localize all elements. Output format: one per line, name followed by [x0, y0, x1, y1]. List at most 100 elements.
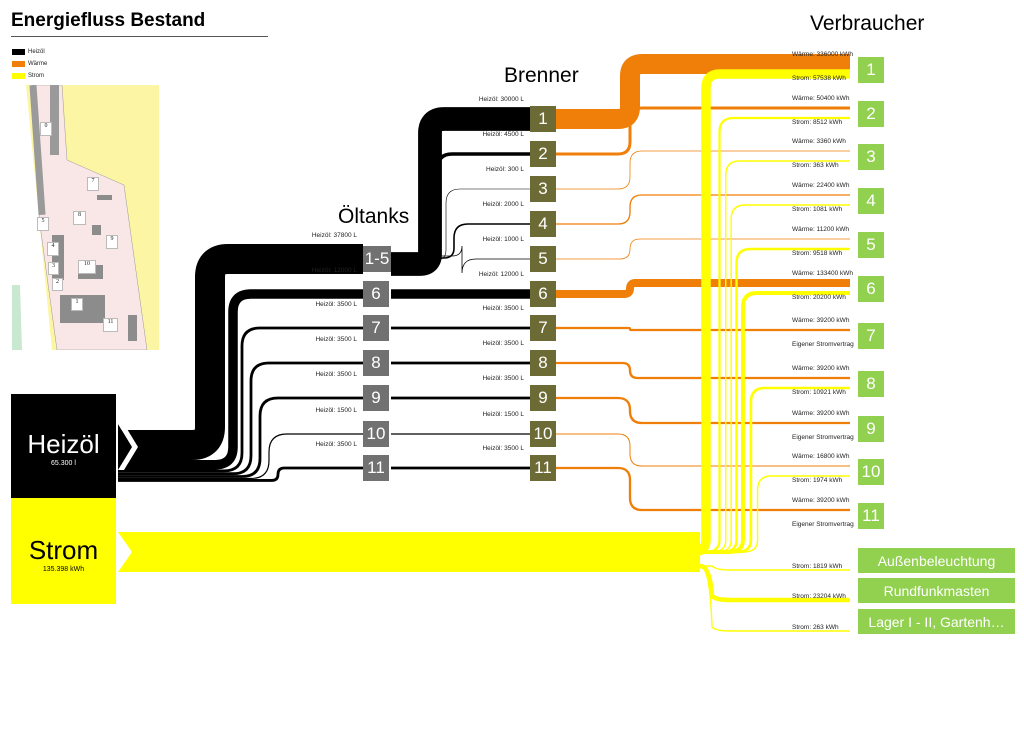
strom-flow-to-consumer-10: [690, 475, 850, 553]
tank-node-1-5[interactable]: 1-5: [363, 246, 391, 272]
tank-flow-label: Heizöl: 1500 L: [315, 407, 357, 414]
tank-node-7[interactable]: 7: [363, 315, 389, 341]
consumer-strom-label: Strom: 57538 kWh: [792, 75, 846, 82]
consumer-strom-label: Strom: 363 kWh: [792, 162, 839, 169]
burner-node-5[interactable]: 5: [530, 246, 556, 272]
waerme-flow-to-consumer-6: [556, 279, 850, 298]
burner-node-7[interactable]: 7: [530, 315, 556, 341]
tank-node-8[interactable]: 8: [363, 350, 389, 376]
consumer-node-1[interactable]: 1: [858, 57, 884, 83]
title-divider: [11, 36, 268, 37]
consumer-strom-label: Strom: 9518 kWh: [792, 250, 843, 257]
burner-flow-label: Heizöl: 4500 L: [482, 131, 524, 138]
map-building-label: 11: [103, 318, 118, 332]
consumer-waerme-label: Wärme: 22400 kWh: [792, 182, 850, 189]
map-building-label: 7: [87, 177, 99, 191]
legend-label: Wärme: [28, 60, 48, 67]
legend-swatch-strom: [12, 72, 25, 79]
waerme-flow-to-consumer-9: [556, 396, 850, 425]
consumer-node-4[interactable]: 4: [858, 188, 884, 214]
consumer-strom-label: Eigener Stromvertrag: [792, 521, 854, 528]
burner-flow-label: Heizöl: 300 L: [486, 166, 524, 173]
consumer-strom-label: Strom: 20200 kWh: [792, 294, 846, 301]
other-consumer-strom-label: Strom: 263 kWh: [792, 624, 839, 631]
source-heizoel-value: 65.300 l: [51, 460, 76, 467]
burner-node-4[interactable]: 4: [530, 211, 556, 237]
consumer-strom-label: Eigener Stromvertrag: [792, 341, 854, 348]
tank-node-11[interactable]: 11: [363, 455, 389, 481]
burner-node-1[interactable]: 1: [530, 106, 556, 132]
consumer-waerme-label: Wärme: 39200 kWh: [792, 497, 850, 504]
burner-node-2[interactable]: 2: [530, 141, 556, 167]
burner-node-9[interactable]: 9: [530, 385, 556, 411]
source-heizoel-name: Heizöl: [27, 429, 100, 459]
heizoel-flow-to-burner-3: [391, 188, 530, 261]
burner-node-8[interactable]: 8: [530, 350, 556, 376]
other-consumer-node[interactable]: Außenbeleuchtung: [858, 548, 1015, 573]
consumer-node-7[interactable]: 7: [858, 323, 884, 349]
tank-flow-label: Heizöl: 3500 L: [315, 441, 357, 448]
map-building-label: 10: [78, 260, 96, 274]
heizoel-source-arrow-notch: [118, 424, 138, 470]
section-title-verbraucher: Verbraucher: [810, 12, 925, 35]
consumer-waerme-label: Wärme: 39200 kWh: [792, 410, 850, 417]
burner-flow-label: Heizöl: 1500 L: [482, 411, 524, 418]
burner-node-11[interactable]: 11: [530, 455, 556, 481]
waerme-flow-to-consumer-4: [556, 194, 850, 225]
heizoel-flow-to-burner-2: [391, 152, 530, 264]
strom-source-arrow: [118, 532, 132, 572]
tank-node-9[interactable]: 9: [363, 385, 389, 411]
legend-item-waerme: Wärme: [12, 58, 47, 69]
consumer-node-3[interactable]: 3: [858, 144, 884, 170]
burner-node-3[interactable]: 3: [530, 176, 556, 202]
burner-node-10[interactable]: 10: [530, 421, 556, 447]
source-strom-value: 135.398 kWh: [42, 566, 85, 573]
consumer-node-9[interactable]: 9: [858, 416, 884, 442]
strom-flow-to-other-2: [699, 565, 850, 632]
consumer-node-10[interactable]: 10: [858, 459, 884, 485]
other-consumer-node[interactable]: Rundfunkmasten: [858, 578, 1015, 603]
consumer-node-8[interactable]: 8: [858, 371, 884, 397]
map-building-label: 8: [73, 211, 86, 225]
consumer-node-5[interactable]: 5: [858, 232, 884, 258]
source-heizoel[interactable]: Heizöl 65.300 l: [11, 394, 116, 498]
tank-node-6[interactable]: 6: [363, 281, 389, 307]
consumer-strom-label: Strom: 1081 kWh: [792, 206, 843, 213]
consumer-strom-label: Strom: 8512 kWh: [792, 119, 843, 126]
strom-trunk: [118, 532, 700, 572]
other-consumer-node[interactable]: Lager I - II, Gartenh…: [858, 609, 1015, 634]
section-title-oeltanks: Öltanks: [338, 205, 410, 228]
legend: Heizöl Wärme Strom: [12, 46, 47, 82]
legend-swatch-heizoel: [12, 48, 25, 55]
heizoel-flow-to-burner-4: [391, 223, 530, 259]
consumer-node-6[interactable]: 6: [858, 276, 884, 302]
heizoel-source-arrow: [118, 424, 132, 470]
consumer-waerme-label: Wärme: 39200 kWh: [792, 365, 850, 372]
legend-item-heizoel: Heizöl: [12, 46, 47, 57]
waerme-flow-to-consumer-11: [556, 466, 850, 512]
burner-flow-label: Heizöl: 3500 L: [482, 305, 524, 312]
burner-flow-label: Heizöl: 1000 L: [482, 236, 524, 243]
other-consumer-strom-label: Strom: 1819 kWh: [792, 563, 843, 570]
heizoel-flow-to-burner-5: [391, 245, 530, 274]
tank-flow-label: Heizöl: 37800 L: [311, 232, 357, 239]
consumer-waerme-label: Wärme: 3360 kWh: [792, 138, 846, 145]
burner-node-6[interactable]: 6: [530, 281, 556, 307]
source-strom[interactable]: Strom 135.398 kWh: [11, 498, 116, 604]
tank-flow-label: Heizöl: 12000 L: [311, 267, 357, 274]
legend-swatch-waerme: [12, 60, 25, 67]
map-building-label: 4: [47, 242, 59, 256]
tank-node-10[interactable]: 10: [363, 421, 389, 447]
consumer-waerme-label: Wärme: 39200 kWh: [792, 317, 850, 324]
tank-flow-label: Heizöl: 3500 L: [315, 336, 357, 343]
heizoel-flow-to-tank-10: [118, 433, 363, 480]
burner-flow-label: Heizöl: 30000 L: [478, 96, 524, 103]
tank-flow-label: Heizöl: 3500 L: [315, 371, 357, 378]
waerme-flow-to-consumer-2: [556, 106, 850, 156]
consumer-node-11[interactable]: 11: [858, 503, 884, 529]
map-building-label: 0: [40, 122, 52, 136]
consumer-waerme-label: Wärme: 16800 kWh: [792, 453, 850, 460]
source-strom-name: Strom: [28, 535, 99, 565]
map-building-label: 2: [52, 278, 63, 291]
consumer-node-2[interactable]: 2: [858, 101, 884, 127]
